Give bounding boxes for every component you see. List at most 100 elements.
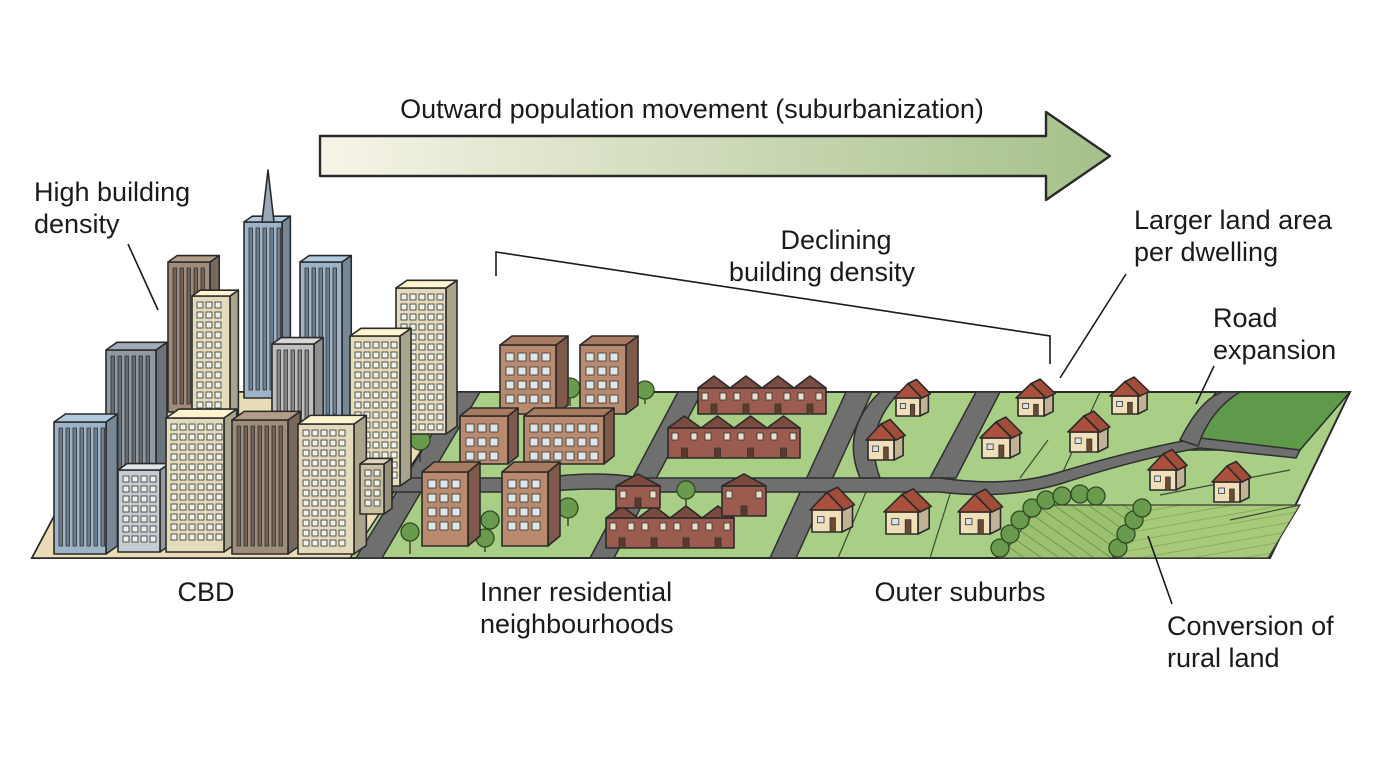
labels: Outward population movement (suburbaniza… (34, 94, 1336, 673)
window (439, 507, 449, 517)
window (531, 521, 541, 531)
house-icon (809, 486, 856, 533)
leader-road-expansion (1195, 365, 1215, 405)
window (541, 352, 551, 362)
tree-icon (409, 429, 431, 462)
suburban-houses (809, 376, 1252, 535)
window (517, 352, 527, 362)
inner-label-2: neighbourhoods (480, 609, 674, 639)
house-icon (1109, 376, 1150, 415)
window (427, 521, 437, 531)
road-vertical-4 (928, 391, 1002, 479)
hedgerow (1108, 498, 1152, 558)
house-icon (865, 418, 906, 461)
window (553, 423, 563, 433)
window (529, 352, 539, 362)
window (439, 521, 449, 531)
row-house-icon (721, 473, 767, 517)
leader-larger-land (1059, 273, 1127, 379)
density-bracket (495, 251, 1051, 364)
window (427, 493, 437, 503)
window (585, 352, 595, 362)
row-houses (605, 375, 827, 549)
road-ring (1178, 391, 1243, 447)
window (553, 437, 563, 447)
window (529, 423, 539, 433)
leader-rural (1147, 535, 1173, 605)
window (465, 437, 475, 447)
road-expansion-label-2: expansion (1213, 335, 1336, 365)
window (451, 521, 461, 531)
window (477, 437, 487, 447)
cbd-label: CBD (177, 577, 234, 607)
window (439, 493, 449, 503)
window (589, 437, 599, 447)
window (507, 493, 517, 503)
window (529, 451, 539, 461)
window (541, 423, 551, 433)
window (505, 352, 515, 362)
window (597, 380, 607, 390)
window (577, 423, 587, 433)
window (505, 380, 515, 390)
larger-land-label-1: Larger land area (1134, 205, 1333, 235)
row-house-icon (667, 415, 801, 459)
row-house-icon (605, 505, 735, 549)
apartment-icon (421, 461, 481, 547)
leader-high-density (127, 243, 159, 311)
window (439, 479, 449, 489)
window (477, 451, 487, 461)
window (541, 366, 551, 376)
window (531, 493, 541, 503)
tower-icon (165, 408, 238, 553)
window (477, 423, 487, 433)
window (517, 366, 527, 376)
arrow-right-icon (318, 110, 1112, 202)
inner-label-1: Inner residential (480, 577, 672, 607)
window (489, 451, 499, 461)
window (585, 380, 595, 390)
window (577, 437, 587, 447)
window (577, 451, 587, 461)
window (531, 479, 541, 489)
high-density-label-2: density (34, 209, 120, 239)
window (451, 507, 461, 517)
outer-suburbs-label: Outer suburbs (874, 577, 1045, 607)
window (589, 451, 599, 461)
window (541, 451, 551, 461)
window (519, 521, 529, 531)
window (507, 507, 517, 517)
cbd-towers (53, 169, 458, 555)
window (597, 394, 607, 404)
high-density-label-1: High building (34, 177, 190, 207)
window (489, 437, 499, 447)
window (609, 352, 619, 362)
tree-icon (676, 480, 696, 506)
tree-icon (635, 380, 655, 404)
tower-icon (297, 414, 368, 555)
window (531, 507, 541, 517)
house-icon (957, 488, 1004, 535)
window (609, 394, 619, 404)
window (517, 380, 527, 390)
window (565, 451, 575, 461)
window (451, 479, 461, 489)
window (529, 380, 539, 390)
window (585, 394, 595, 404)
house-icon (979, 416, 1023, 459)
window (529, 366, 539, 376)
tower-icon (231, 410, 302, 555)
window (519, 479, 529, 489)
window (427, 507, 437, 517)
window (465, 423, 475, 433)
window (541, 437, 551, 447)
rural-label-2: rural land (1167, 643, 1280, 673)
suburbanization-arrow (318, 110, 1112, 202)
tower-icon (53, 413, 119, 555)
window (507, 479, 517, 489)
row-house-icon (615, 473, 661, 509)
window (609, 380, 619, 390)
row-house-icon (697, 375, 827, 415)
window (529, 394, 539, 404)
